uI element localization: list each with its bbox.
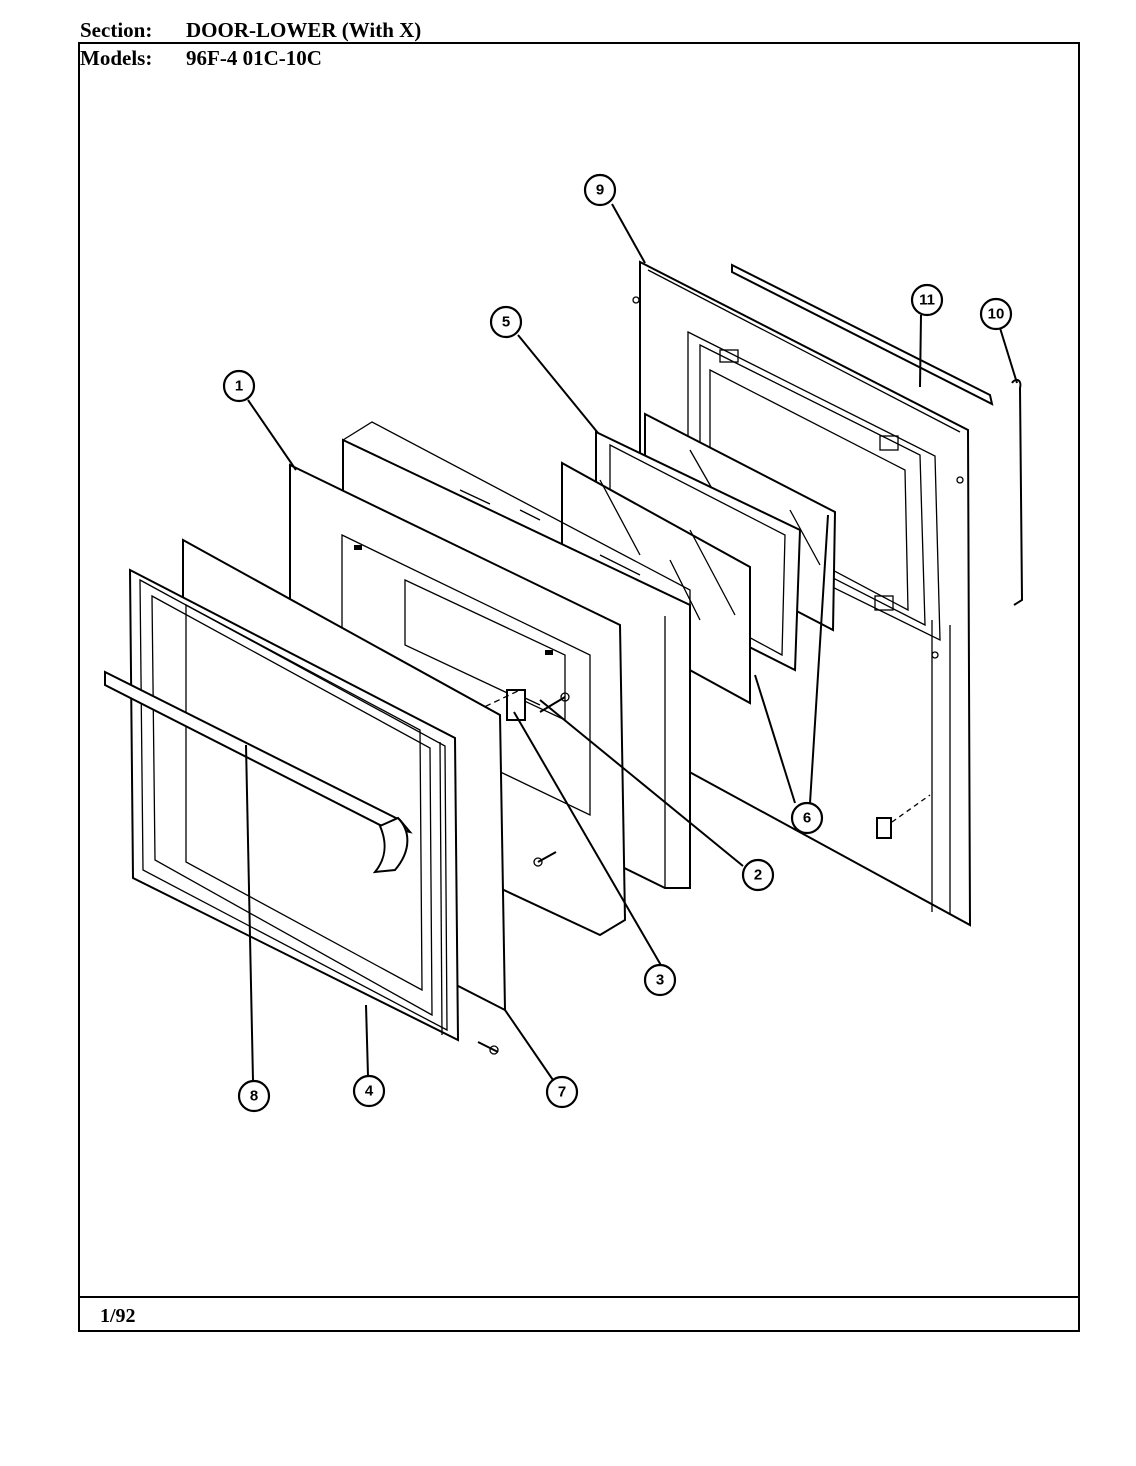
- callout-4-label: 4: [365, 1083, 374, 1100]
- callout-6-label: 6: [803, 810, 811, 827]
- callout-4: 4: [352, 1074, 386, 1108]
- callout-9-label: 9: [596, 182, 604, 199]
- outer-door-frame: [128, 568, 460, 1042]
- screw-bottom: [477, 1041, 499, 1055]
- callout-3-label: 3: [656, 972, 664, 989]
- callout-11-label: 11: [919, 292, 935, 309]
- callout-7-label: 7: [558, 1084, 566, 1101]
- revision-date: 1/92: [100, 1305, 136, 1327]
- top-channel: [731, 263, 994, 406]
- callout-1: 1: [222, 369, 256, 403]
- callout-5: 5: [489, 305, 523, 339]
- door-clip: [876, 794, 931, 839]
- callout-10: 10: [979, 297, 1013, 331]
- callout-3: 3: [643, 963, 677, 997]
- section-label: Section:: [80, 18, 153, 42]
- side-rod: [1011, 378, 1024, 606]
- callout-8: 8: [237, 1079, 271, 1113]
- callout-5-label: 5: [502, 314, 510, 331]
- screw-lower: [533, 851, 557, 867]
- models-label: Models:: [80, 46, 153, 70]
- callout-10-label: 10: [988, 306, 1005, 323]
- door-handle: [104, 670, 413, 874]
- models-value: 96F-4 01C-10C: [186, 46, 322, 70]
- callout-6: 6: [790, 801, 824, 835]
- callout-8-label: 8: [250, 1088, 258, 1105]
- screw-upper: [539, 692, 570, 713]
- callout-2: 2: [741, 858, 775, 892]
- callout-1-label: 1: [235, 378, 243, 395]
- callout-9: 9: [583, 173, 617, 207]
- callout-7: 7: [545, 1075, 579, 1109]
- leader-lines: [245, 203, 1018, 1082]
- callout-11: 11: [910, 283, 944, 317]
- callout-2-label: 2: [754, 867, 762, 884]
- footer-divider: [78, 1296, 1080, 1298]
- section-value: DOOR-LOWER (With X): [186, 18, 422, 42]
- diagram-frame: [78, 42, 1080, 1332]
